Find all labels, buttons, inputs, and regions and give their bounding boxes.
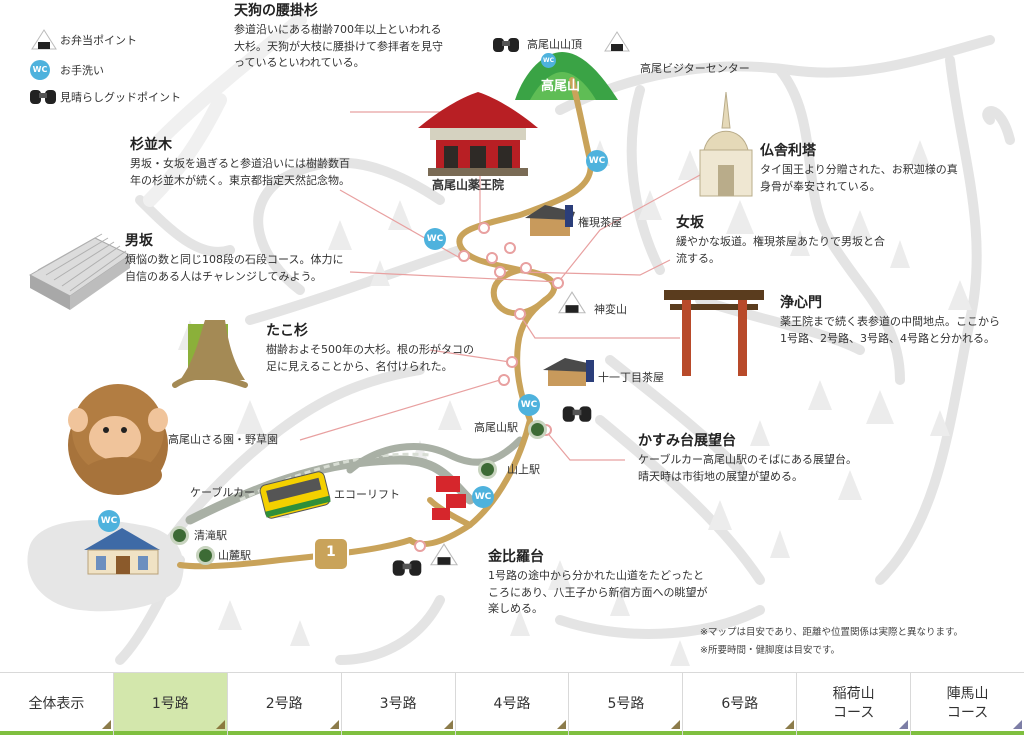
spot-title: かすみ台展望台 (638, 433, 736, 449)
spot-title: 男坂 (125, 233, 153, 249)
map-note: ※所要時間・健脚度は目安です。 (700, 645, 841, 656)
corner-marker (899, 720, 909, 729)
takao-summit-label: 高尾山山頂 (527, 38, 582, 51)
gongen-chaya-label: 権現茶屋 (578, 216, 622, 229)
station-label-kiyotaki: 清滝駅 (194, 529, 227, 542)
spot-title: 金比羅台 (488, 549, 544, 565)
tab-label: 1号路 (151, 695, 189, 712)
legend-label-onigiri: お弁当ポイント (60, 34, 137, 47)
corner-marker (1013, 720, 1023, 729)
map-note: ※マップは目安であり、距離や位置関係は実際と異なります。 (700, 627, 964, 638)
wc-icon: WC (30, 60, 50, 80)
tab-route-3[interactable]: 3号路 (341, 673, 456, 735)
tab-route-6[interactable]: 6号路 (683, 673, 798, 735)
onigiri-icon (558, 291, 586, 314)
tab-label: 5号路 (607, 695, 645, 712)
tab-label: 全体表示 (28, 695, 85, 712)
tab-underline (569, 731, 683, 735)
spot-desc: 男坂・女坂を過ぎると参道沿いには樹齢数百年の杉並木が続く。東京都指定天然記念物。 (130, 157, 350, 187)
corner-marker (215, 720, 225, 729)
tab-underline (455, 731, 569, 735)
tab-underline (683, 731, 797, 735)
eco-lift-label: エコーリフト (334, 488, 400, 501)
tab-jinbasan-course[interactable]: 陣馬山 コース (911, 673, 1024, 735)
corner-marker (557, 720, 567, 729)
cable-car-label: ケーブルカー (190, 486, 256, 499)
spot-title: 天狗の腰掛杉 (234, 3, 318, 19)
station-marker-sanroku (196, 546, 215, 565)
station-marker-sanjo (478, 460, 497, 479)
binoculars-icon (392, 560, 422, 576)
shinpen-zan-label: 神変山 (594, 303, 627, 316)
wc-icon: WC (586, 150, 608, 172)
tab-underline (911, 731, 1024, 735)
spot-desc: ケーブルカー高尾山駅のそばにある展望台。晴天時は市街地の展望が望める。 (638, 453, 858, 483)
tab-route-2[interactable]: 2号路 (227, 673, 342, 735)
spot-desc: 緩やかな坂道。権現茶屋あたりで男坂と合流する。 (676, 235, 885, 265)
spot-desc: 煩悩の数と同じ108段の石段コース。体力に自信のある人はチャレンジしてみよう。 (125, 253, 344, 283)
station-marker-takaosan (528, 420, 547, 439)
spot-title: 浄心門 (780, 295, 822, 311)
tab-route-5[interactable]: 5号路 (569, 673, 684, 735)
station-label-sanjo: 山上駅 (507, 463, 540, 476)
onigiri-icon (31, 29, 57, 50)
tab-label: 稲荷山 コース (832, 686, 875, 721)
wc-icon: WC (472, 486, 494, 508)
tab-underline (227, 731, 341, 735)
wc-icon: WC (518, 394, 540, 416)
legend-label-wc: お手洗い (60, 64, 104, 77)
spot-title: たこ杉 (266, 323, 308, 339)
map-background (27, 13, 1015, 666)
spot-desc: 1号路の途中から分かれた山道をたどったところにあり、八王子から新宿方面への眺望が… (488, 569, 708, 615)
tab-underline (797, 731, 911, 735)
tab-underline (0, 731, 113, 735)
route-map: お弁当ポイント WC お手洗い 見晴らしグッドポイント 高尾山山頂 WC 高尾山… (27, 3, 1015, 666)
wc-icon: WC (98, 510, 120, 532)
saru-en-label: 高尾山さる園・野草園 (168, 433, 278, 446)
yakuoin-label: 高尾山薬王院 (432, 178, 505, 192)
station-label-sanroku: 山麓駅 (218, 549, 251, 562)
spot-title: 女坂 (676, 215, 704, 231)
binoculars-icon (493, 38, 519, 52)
wc-icon: WC (541, 53, 556, 68)
spot-title: 杉並木 (130, 137, 172, 153)
tab-inariyama-course[interactable]: 稲荷山 コース (797, 673, 912, 735)
juichome-chaya-label: 十一丁目茶屋 (598, 371, 664, 384)
binoculars-icon (30, 90, 56, 104)
station-marker-kiyotaki (170, 526, 189, 545)
binoculars-icon (562, 406, 592, 422)
spot-desc: タイ国王より分贈された、お釈迦様の真身骨が奉安されている。 (760, 163, 958, 193)
legend-label-binoculars: 見晴らしグッドポイント (60, 91, 181, 104)
tab-underline (341, 731, 455, 735)
corner-marker (671, 720, 681, 729)
spot-desc: 参道沿いにある樹齢700年以上といわれる大杉。天狗が大枝に腰掛けて参拝者を見守っ… (234, 23, 443, 69)
corner-marker (443, 720, 453, 729)
onigiri-icon (604, 31, 630, 52)
tab-label: 2号路 (265, 695, 303, 712)
onigiri-icon (430, 543, 458, 566)
tab-label: 陣馬山 コース (946, 686, 989, 721)
spot-title: 仏舎利塔 (760, 143, 816, 159)
spot-desc: 樹齢およそ500年の大杉。根の形がタコの足に見えることから、名付けられた。 (266, 343, 474, 373)
tab-label: 4号路 (493, 695, 531, 712)
wc-icon: WC (424, 228, 446, 250)
tab-label: 3号路 (379, 695, 417, 712)
visitor-center-label: 高尾ビジターセンター (640, 62, 750, 75)
tab-route-4[interactable]: 4号路 (455, 673, 570, 735)
tab-underline (113, 731, 227, 735)
corner-marker (785, 720, 795, 729)
tab-label: 6号路 (721, 695, 759, 712)
spot-desc: 薬王院まで続く表参道の中間地点。ここから1号路、2号路、3号路、4号路と分かれる… (780, 315, 1000, 345)
takao-mountain-label: 高尾山 (541, 79, 581, 94)
station-label-takaosan: 高尾山駅 (474, 421, 518, 434)
route-tab-bar: 全体表示 1号路 2号路 3号路 4号路 5号路 6号路 稲荷山 コース 陣馬山… (0, 672, 1024, 735)
corner-marker (101, 720, 111, 729)
tab-route-1[interactable]: 1号路 (113, 673, 228, 735)
corner-marker (329, 720, 339, 729)
route-number-badge: 1 (326, 544, 336, 560)
tab-all[interactable]: 全体表示 (0, 673, 114, 735)
